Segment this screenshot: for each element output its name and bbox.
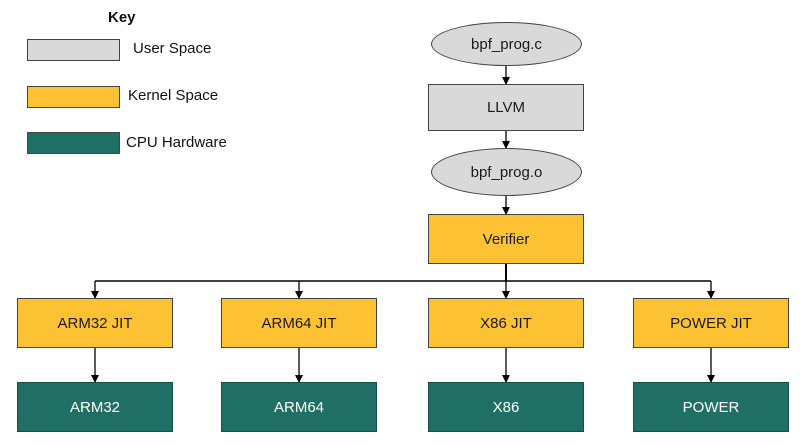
source-file-node: bpf_prog.c	[431, 22, 582, 66]
key-swatch-user-space	[27, 39, 120, 61]
key-title: Key	[108, 9, 136, 26]
power-jit-node: POWER JIT	[633, 298, 789, 348]
key-label-user-space: User Space	[133, 40, 212, 57]
x86-cpu-node: X86	[428, 382, 584, 432]
arm64-cpu-node: ARM64	[221, 382, 377, 432]
object-file-node: bpf_prog.o	[431, 148, 582, 196]
power-cpu-node: POWER	[633, 382, 789, 432]
key-label-kernel-space: Kernel Space	[128, 87, 219, 104]
arm64-jit-node: ARM64 JIT	[221, 298, 377, 348]
llvm-node: LLVM	[428, 84, 584, 131]
arm32-cpu-node: ARM32	[17, 382, 173, 432]
key-swatch-cpu-hardware	[27, 132, 120, 154]
key-swatch-kernel-space	[27, 86, 120, 108]
x86-jit-node: X86 JIT	[428, 298, 584, 348]
verifier-node: Verifier	[428, 214, 584, 264]
key-label-cpu-hardware: CPU Hardware	[126, 134, 227, 151]
arm32-jit-node: ARM32 JIT	[17, 298, 173, 348]
